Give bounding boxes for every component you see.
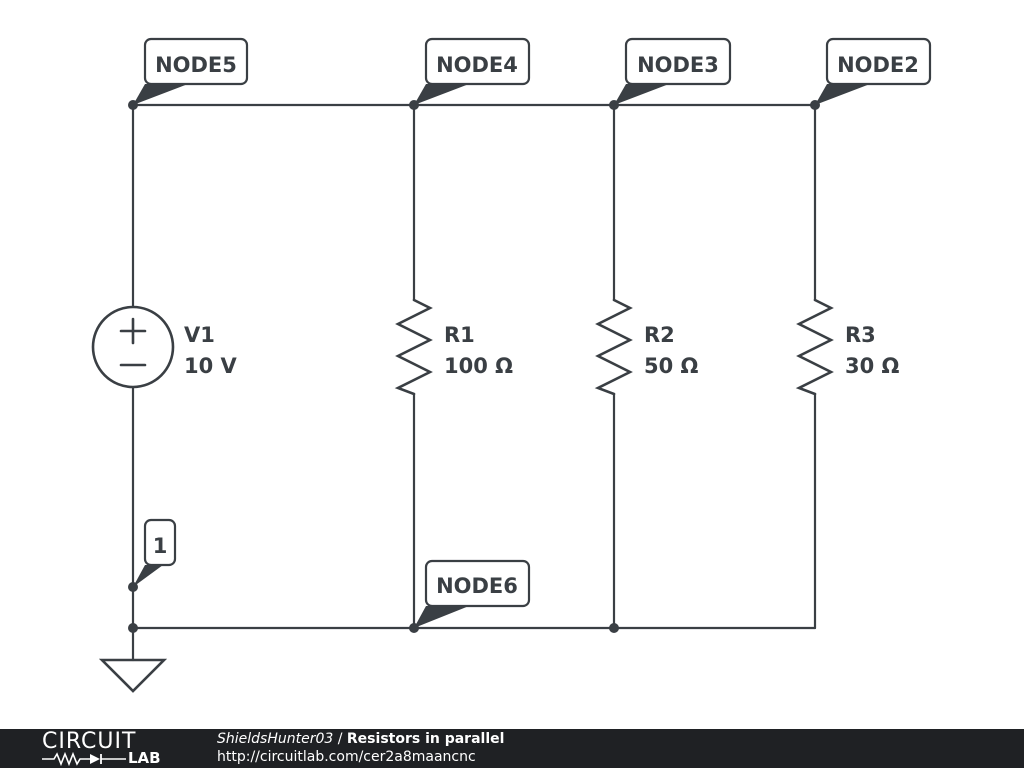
resistor-r3[interactable]: R3 30 Ω bbox=[795, 298, 900, 396]
junction-dot-bottom-r2 bbox=[609, 623, 619, 633]
node6-tag-text: NODE6 bbox=[436, 574, 518, 598]
node5-tag-text: NODE5 bbox=[155, 53, 237, 77]
logo-resistor-diode-icon bbox=[42, 752, 126, 766]
r1-name-label: R1 bbox=[444, 323, 475, 347]
node-label-node4[interactable]: NODE4 bbox=[414, 37, 531, 105]
author-name[interactable]: ShieldsHunter03 bbox=[217, 731, 334, 747]
circuitlab-logo[interactable]: CIRCUIT LAB bbox=[40, 731, 180, 767]
logo-circuit-text: CIRCUIT bbox=[42, 729, 137, 754]
node-label-node6[interactable]: NODE6 bbox=[414, 559, 531, 628]
r2-zigzag bbox=[594, 298, 633, 396]
junction-dot-ground bbox=[128, 623, 138, 633]
node2-tag-box bbox=[825, 37, 932, 86]
wires bbox=[131, 103, 817, 662]
circuit-url-link[interactable]: http://circuitlab.com/cer2a8maancnc bbox=[217, 749, 476, 765]
v1-name-label: V1 bbox=[184, 323, 215, 347]
node4-tag-pointer bbox=[414, 84, 469, 105]
resistor-r2[interactable]: R2 50 Ω bbox=[594, 298, 699, 396]
node3-tag-text: NODE3 bbox=[637, 53, 719, 77]
node2-tag-pointer bbox=[815, 84, 870, 105]
resistor-r1[interactable]: R1 100 Ω bbox=[394, 298, 513, 396]
logo-lab-text: LAB bbox=[128, 749, 161, 767]
r1-value-label: 100 Ω bbox=[444, 354, 513, 378]
ground-triangle bbox=[98, 658, 168, 693]
node-label-node5[interactable]: NODE5 bbox=[133, 37, 249, 105]
node3-tag-box bbox=[624, 37, 732, 86]
node5-tag-box bbox=[143, 37, 249, 86]
r2-name-label: R2 bbox=[644, 323, 675, 347]
r2-value-label: 50 Ω bbox=[644, 354, 699, 378]
r3-value-label: 30 Ω bbox=[845, 354, 900, 378]
title-separator: / bbox=[333, 731, 347, 747]
r3-name-label: R3 bbox=[845, 323, 876, 347]
node6-tag-pointer bbox=[414, 606, 469, 628]
ground-icon[interactable] bbox=[98, 658, 168, 693]
voltage-source-v1[interactable]: V1 10 V bbox=[91, 305, 238, 389]
v1-value-label: 10 V bbox=[184, 354, 238, 378]
node-label-1[interactable]: 1 bbox=[133, 518, 177, 587]
footer-bar: CIRCUIT LAB ShieldsHunter03 / Resistors … bbox=[0, 729, 1024, 768]
node4-tag-text: NODE4 bbox=[436, 53, 518, 77]
node1-tag-text: 1 bbox=[153, 534, 168, 558]
r1-zigzag bbox=[394, 298, 433, 396]
node2-tag-text: NODE2 bbox=[837, 53, 919, 77]
voltage-source-circle bbox=[91, 305, 175, 389]
schematic-diagram: V1 10 V R1 100 Ω R2 50 Ω R3 30 Ω bbox=[91, 37, 932, 693]
node1-tag-pointer bbox=[133, 565, 163, 587]
node-label-node2[interactable]: NODE2 bbox=[815, 37, 932, 105]
node5-tag-pointer bbox=[133, 84, 188, 105]
node4-tag-box bbox=[424, 37, 531, 86]
circuit-title[interactable]: Resistors in parallel bbox=[346, 731, 505, 747]
node3-tag-pointer bbox=[614, 84, 669, 105]
r3-zigzag bbox=[795, 298, 834, 396]
footer-attribution: ShieldsHunter03 / Resistors in parallel bbox=[217, 731, 504, 748]
node6-tag-box bbox=[424, 559, 531, 608]
node-label-node3[interactable]: NODE3 bbox=[614, 37, 732, 105]
node1-tag-box bbox=[143, 518, 177, 567]
